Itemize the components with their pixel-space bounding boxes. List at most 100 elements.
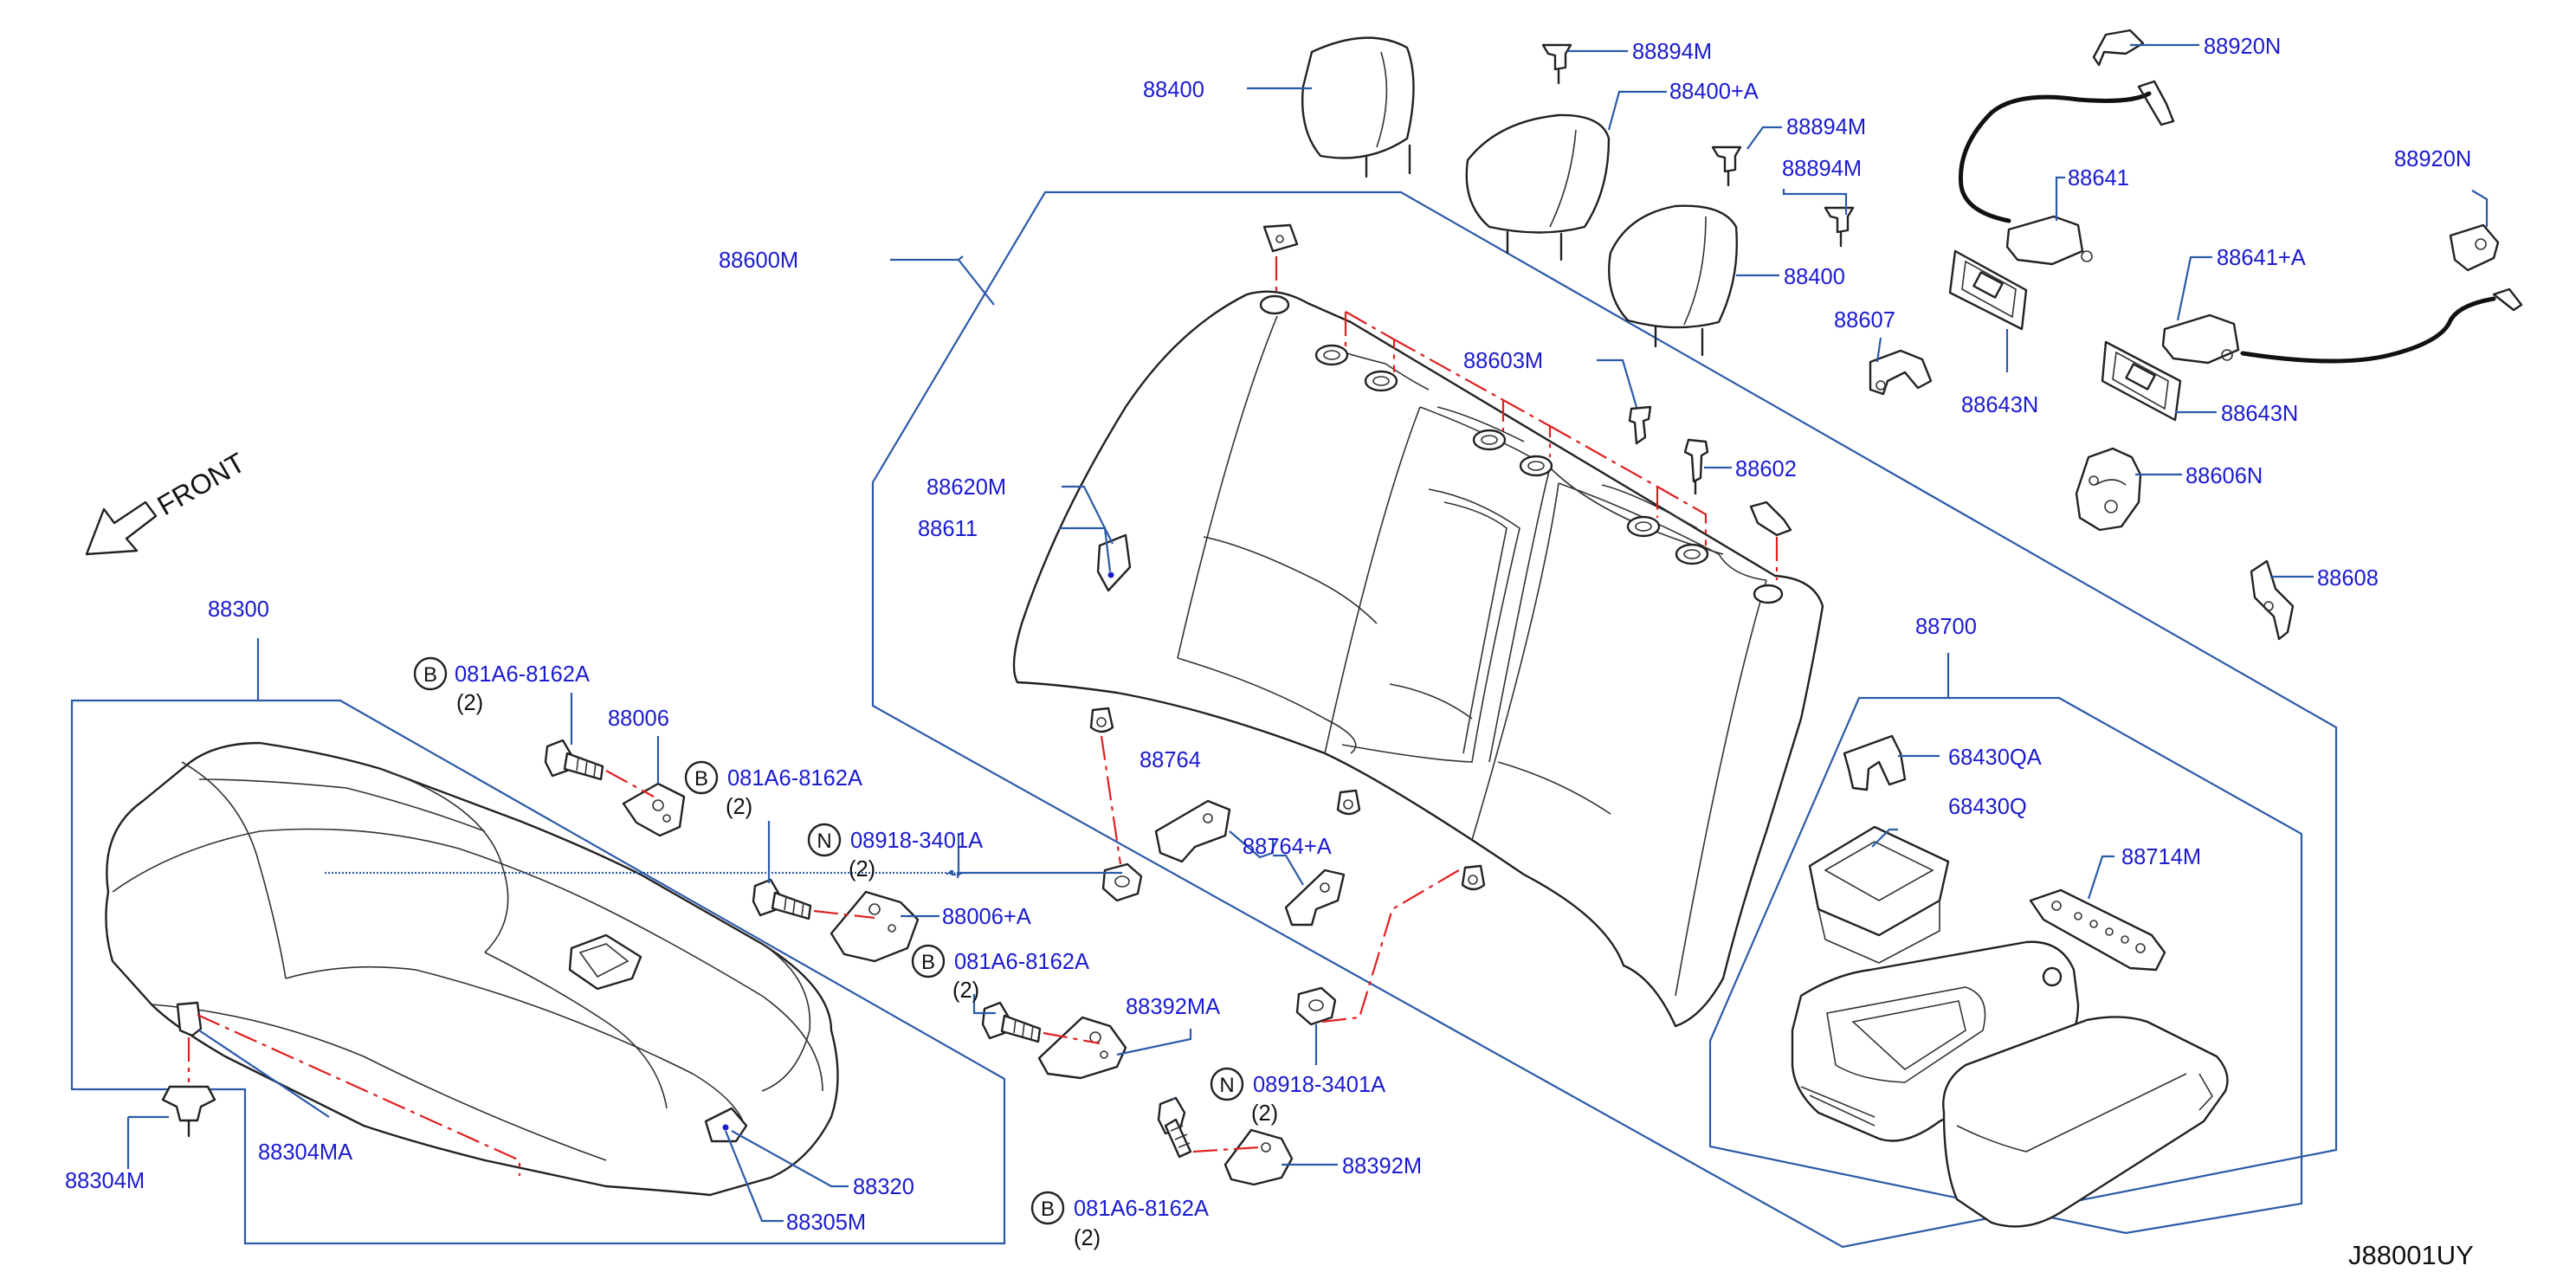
label-88606n: 88606N xyxy=(2185,464,2263,488)
headrest-right-icon xyxy=(1608,204,1739,357)
label-68430qa: 68430QA xyxy=(1948,746,2042,770)
label-88700: 88700 xyxy=(1915,615,1977,639)
headrest-center-icon xyxy=(1465,113,1611,262)
label-n1-qty: (2) xyxy=(849,857,875,881)
bracket-88764-icon xyxy=(1154,799,1231,863)
leader-lines xyxy=(256,43,2489,918)
bolt-b4-icon xyxy=(1157,1096,1192,1159)
nut-n2-icon xyxy=(1295,986,1337,1026)
cable-release-88641-icon xyxy=(1958,29,2175,266)
armrest-cupholder-icon xyxy=(1791,940,2080,1142)
mark-b4-icon xyxy=(1030,1191,1065,1225)
label-88611: 88611 xyxy=(918,517,978,541)
bracket-88608-icon xyxy=(2250,559,2295,641)
mark-b3: B xyxy=(921,951,935,974)
label-88304ma: 88304MA xyxy=(258,1140,352,1165)
label-n2-part: 08918-3401A xyxy=(1253,1073,1385,1097)
nut-n1-icon xyxy=(1101,862,1143,902)
front-label: FRONT xyxy=(152,447,250,521)
label-88305m: 88305M xyxy=(786,1211,866,1235)
headrest-guide-1-icon xyxy=(1541,43,1572,85)
label-n1-part: 08918-3401A xyxy=(850,829,983,853)
clip-88602-icon xyxy=(1683,438,1709,495)
label-88643n-2: 88643N xyxy=(2221,402,2298,426)
bracket-88392ma-icon xyxy=(1037,1016,1127,1080)
label-b2-qty: (2) xyxy=(726,795,752,819)
bracket-88764a-icon xyxy=(1284,869,1346,927)
label-88400-right: 88400 xyxy=(1784,265,1845,289)
label-88603m: 88603M xyxy=(1463,349,1543,373)
label-b3-qty: (2) xyxy=(952,978,979,1003)
label-88006: 88006 xyxy=(608,707,669,731)
label-88400a: 88400+A xyxy=(1669,80,1759,104)
label-88714m: 88714M xyxy=(2121,845,2201,869)
label-b1-qty: (2) xyxy=(456,691,483,715)
label-b4-part: 081A6-8162A xyxy=(1074,1197,1209,1221)
hinge-88606n-icon xyxy=(2075,447,2142,532)
label-88392ma: 88392MA xyxy=(1126,995,1220,1019)
headrest-guide-2-icon xyxy=(1711,145,1742,187)
label-88643n-1: 88643N xyxy=(1961,393,2038,417)
armrest-lid-icon xyxy=(1942,1016,2229,1228)
seat-hook-88304ma-icon xyxy=(176,1001,203,1037)
bracket-88714m-icon xyxy=(2029,888,2166,972)
label-88894m-1: 88894M xyxy=(1632,40,1712,64)
armrest-group-outline xyxy=(1708,696,2303,1235)
label-88392m: 88392M xyxy=(1342,1154,1422,1178)
headrest-left-icon xyxy=(1301,36,1415,178)
label-88641: 88641 xyxy=(2068,166,2129,190)
cable-release-88641a-icon xyxy=(2161,223,2523,365)
label-b4-qty: (2) xyxy=(1074,1226,1101,1250)
latch-68430qa-icon xyxy=(1843,734,1907,791)
label-88608: 88608 xyxy=(2317,566,2379,591)
label-68430q: 68430Q xyxy=(1948,795,2027,819)
tag-88620m-icon xyxy=(1096,533,1132,592)
clip-top-left-icon xyxy=(1262,223,1299,253)
label-b3-part: 081A6-8162A xyxy=(954,950,1089,974)
front-arrow-icon xyxy=(85,500,158,556)
label-88400-left: 88400 xyxy=(1143,78,1204,102)
mark-b1: B xyxy=(423,663,437,687)
label-88320: 88320 xyxy=(853,1175,914,1199)
label-88006a: 88006+A xyxy=(942,905,1031,929)
label-88764: 88764 xyxy=(1140,748,1201,772)
label-88304m: 88304M xyxy=(65,1169,145,1193)
seatback-hook-icon xyxy=(1089,707,1486,891)
mark-b2: B xyxy=(694,767,708,791)
leader-lines-2 xyxy=(126,830,1338,1223)
label-88764a: 88764+A xyxy=(1243,835,1332,859)
label-88600m: 88600M xyxy=(719,249,798,273)
clip-88603m-icon xyxy=(1628,405,1652,445)
mark-b1-icon xyxy=(413,656,448,691)
bolt-b3-icon xyxy=(981,1001,1042,1043)
seatback-group-outline xyxy=(871,190,2338,1249)
seat-cushion-icon xyxy=(105,741,839,1197)
label-88602: 88602 xyxy=(1735,457,1797,481)
diagram-code: J88001UY xyxy=(2348,1240,2474,1270)
label-88641a: 88641+A xyxy=(2217,246,2306,270)
label-88300: 88300 xyxy=(208,597,269,622)
label-88920n-2: 88920N xyxy=(2394,147,2471,171)
seat-clip-88304m-icon xyxy=(161,1085,216,1138)
bracket-88607-icon xyxy=(1869,349,1933,396)
label-b2-part: 081A6-8162A xyxy=(727,766,862,791)
bracket-88006a-icon xyxy=(830,890,920,963)
mark-b2-icon xyxy=(684,760,719,795)
seat-cushion-group-outline xyxy=(70,699,1006,1245)
label-88607: 88607 xyxy=(1834,308,1895,333)
seatback-hole-icon xyxy=(1259,294,1784,604)
bolt-b2-icon xyxy=(752,878,812,920)
bracket-88392m-icon xyxy=(1223,1128,1294,1186)
mark-n2: N xyxy=(1219,1074,1234,1097)
headrest-guide-3-icon xyxy=(1824,206,1855,248)
bolt-b1-icon xyxy=(544,739,604,781)
label-b1-part: 081A6-8162A xyxy=(455,662,590,687)
label-88894m-2: 88894M xyxy=(1786,115,1866,139)
alignment-lines xyxy=(187,256,1779,1176)
release-bezel-88643n-right-icon xyxy=(2101,340,2182,422)
release-bezel-88643n-left-icon xyxy=(1948,249,2028,331)
clip-right-icon xyxy=(1749,500,1792,537)
mark-b4: B xyxy=(1041,1198,1055,1221)
bracket-88006-icon xyxy=(622,782,686,837)
